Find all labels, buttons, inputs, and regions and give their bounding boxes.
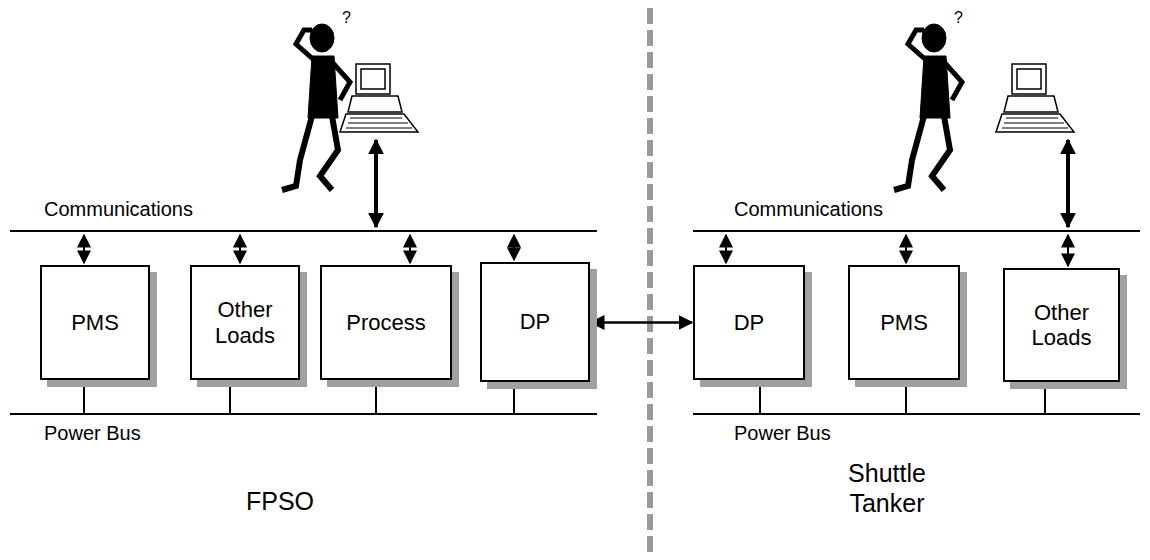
diagram-label: Communications [44, 197, 284, 221]
divider-line [647, 8, 653, 556]
diagram-label: Power Bus [734, 421, 934, 445]
box-label: Other Loads [1009, 300, 1114, 351]
system-box: PMS [40, 265, 150, 380]
box-label: Other Loads [196, 297, 294, 348]
communications-bus [693, 230, 1140, 232]
diagram-label: Communications [734, 197, 974, 221]
operator-figure [894, 24, 962, 190]
box-label: DP [520, 309, 551, 334]
system-box: DP [693, 265, 805, 380]
system-box: DP [480, 262, 590, 382]
computer-icon [340, 64, 418, 132]
box-label: PMS [71, 310, 119, 335]
box-label: DP [734, 310, 765, 335]
diagram-label: Power Bus [44, 421, 244, 445]
diagram-label: FPSO [215, 486, 345, 516]
operator-arrow [1066, 140, 1070, 227]
power-taps [84, 380, 1045, 414]
communications-bus [10, 230, 597, 232]
system-box: PMS [848, 265, 960, 380]
power-bus [10, 413, 597, 415]
diagram-label: ? [954, 8, 974, 27]
link-arrow [591, 321, 692, 324]
computer-icon [996, 64, 1074, 132]
box-label: Process [346, 310, 425, 335]
diagram-label: ? [342, 8, 362, 27]
diagram-label: Shuttle Tanker [822, 458, 952, 518]
operator-arrow [374, 140, 378, 227]
system-box: Process [320, 265, 452, 380]
operator-figure [282, 24, 350, 190]
box-label: PMS [880, 310, 928, 335]
system-box: Other Loads [190, 265, 300, 380]
system-box: Other Loads [1003, 268, 1120, 382]
